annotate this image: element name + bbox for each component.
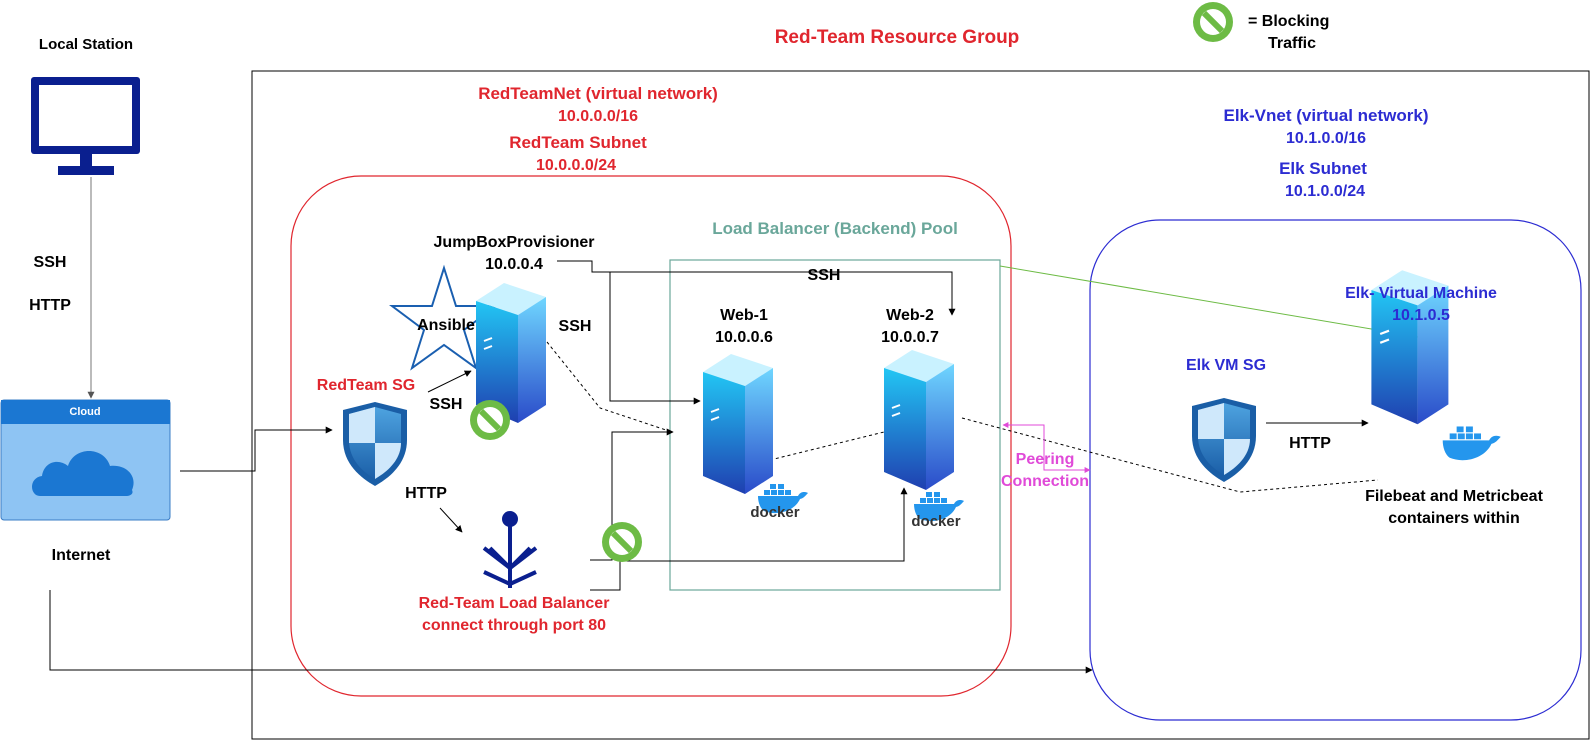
web2-docker-label: docker [911, 513, 960, 530]
pool-ssh-label: SSH [808, 267, 841, 284]
internet-to-elk-arrow [49, 590, 1093, 674]
elk-subnet-border [1089, 219, 1582, 721]
jumpbox-to-web1-ssh-arrow [609, 272, 701, 405]
station-http-label: HTTP [29, 297, 71, 314]
elk-subnet-cidr: 10.1.0.0/24 [1285, 183, 1365, 200]
web1-ip: 10.0.0.6 [715, 329, 773, 346]
sg-to-lb-arrow [439, 507, 463, 533]
internet-to-sg-arrow [180, 426, 333, 472]
load-balancer-icon [482, 511, 538, 588]
load-balancer-name: Red-Team Load Balancer [419, 595, 610, 612]
redteam-sg-shield-icon [343, 402, 407, 486]
elk-vm-note-2: containers within [1388, 510, 1520, 527]
red-vnet-cidr: 10.0.0.0/16 [558, 108, 638, 125]
cloud-label: Cloud [69, 406, 100, 418]
jumpbox-ssh-label: SSH [559, 318, 592, 335]
sg-ssh-label: SSH [430, 396, 463, 413]
jumpbox-web1-dashed-link [546, 341, 673, 433]
red-subnet-cidr: 10.0.0.0/24 [536, 157, 616, 174]
red-subnet-name: RedTeam Subnet [509, 133, 647, 152]
jumpbox-name: JumpBoxProvisioner [434, 234, 595, 251]
web1-web2-dashed-link [769, 431, 885, 461]
sg-to-jumpbox-arrow [427, 370, 472, 393]
legend-line-1: = Blocking [1248, 13, 1329, 30]
elk-vm-ip: 10.1.0.5 [1392, 307, 1450, 324]
elk-vm-name: Elk- Virtual Machine [1345, 285, 1497, 302]
jumpbox-ip: 10.0.0.4 [485, 256, 543, 273]
sg-http-label: HTTP [405, 485, 447, 502]
ansible-label: Ansible [417, 317, 475, 334]
cloud-icon [0, 399, 171, 521]
web1-server-icon [702, 353, 774, 495]
elk-vnet-name: Elk-Vnet (virtual network) [1224, 106, 1429, 125]
peering-line-1: Peering [1016, 451, 1075, 468]
local-station-label: Local Station [39, 36, 133, 53]
lb-to-web1-arrow [590, 428, 674, 561]
pool-elk-green-link [999, 265, 1437, 341]
elk-sg-label: Elk VM SG [1186, 357, 1266, 374]
web2-server-icon [883, 349, 955, 491]
redteam-sg-label: RedTeam SG [317, 377, 415, 394]
web2-ip: 10.0.0.7 [881, 329, 939, 346]
resource-group-border [251, 70, 1590, 740]
elk-docker-whale-icon [1442, 426, 1501, 461]
legend-blocking-icon [1193, 2, 1233, 42]
web1-docker-label: docker [750, 504, 799, 521]
elk-sg-shield-icon [1192, 398, 1256, 482]
web1-name: Web-1 [720, 307, 768, 324]
legend-line-2: Traffic [1268, 35, 1316, 52]
red-subnet-border [290, 175, 1012, 697]
load-balancer-port: connect through port 80 [422, 617, 606, 634]
backend-pool-label: Load Balancer (Backend) Pool [712, 219, 958, 238]
elk-sg-http-label: HTTP [1289, 435, 1331, 452]
blocking-icon [602, 522, 642, 562]
internet-label: Internet [52, 547, 111, 564]
diagram-title: Red-Team Resource Group [775, 27, 1020, 48]
backend-pool-border [669, 259, 1001, 591]
station-ssh-label: SSH [34, 254, 67, 271]
red-vnet-name: RedTeamNet (virtual network) [478, 84, 718, 103]
web2-elk-dashed-link [961, 417, 1379, 493]
monitor-icon [31, 77, 140, 175]
elk-vm-note-1: Filebeat and Metricbeat [1365, 488, 1543, 505]
web2-name: Web-2 [886, 307, 934, 324]
elk-vnet-cidr: 10.1.0.0/16 [1286, 130, 1366, 147]
elk-subnet-name: Elk Subnet [1279, 159, 1367, 178]
blocking-icon [470, 400, 510, 440]
jumpbox-to-web2-ssh-arrow [557, 260, 956, 316]
peering-line-2: Connection [1001, 473, 1089, 490]
